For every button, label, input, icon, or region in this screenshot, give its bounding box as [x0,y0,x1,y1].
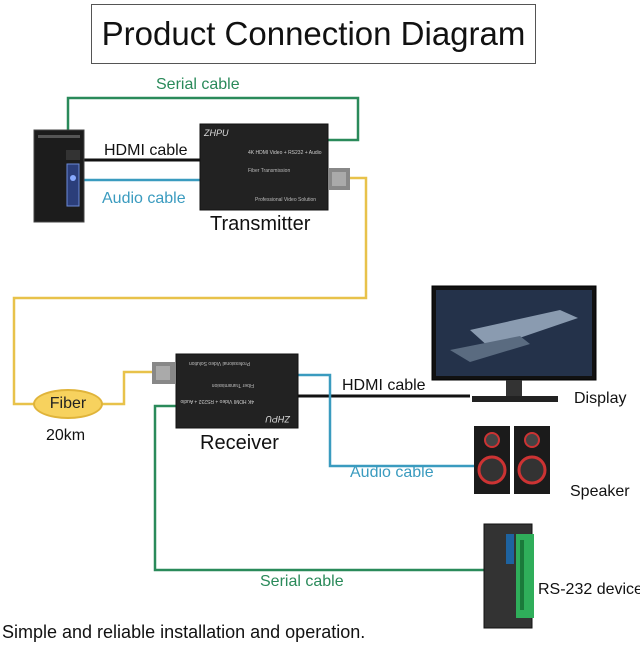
transmitter-label: Transmitter [210,213,311,235]
receiver-device [152,353,299,429]
receiver-model-line: 4K HDMI Video + RS232 + Audio [180,398,254,404]
speaker-icon [474,426,550,494]
pc-tower-icon [33,129,85,223]
receiver-label: Receiver [200,432,279,454]
audio-cable-top-label: Audio cable [102,190,186,207]
title-box: Product Connection Diagram [91,4,536,64]
hdmi-cable-bottom-label: HDMI cable [342,377,426,394]
receiver-sub-line: Fiber Transmission [211,382,254,388]
rs232-device-icon [483,523,534,629]
receiver-footer-line: Professional Video Solution [188,360,250,366]
page-title: Product Connection Diagram [101,15,526,52]
speaker-label: Speaker [570,483,630,500]
fiber-badge: Fiber [33,389,103,419]
footer-text: Simple and reliable installation and ope… [2,622,366,642]
transmitter-sub-line: Fiber Transmission [248,168,291,174]
transmitter-footer-line: Professional Video Solution [255,197,317,203]
hdmi-cable-top-label: HDMI cable [104,142,188,159]
fiber-cable [12,176,368,406]
audio-cable-bottom [298,373,474,468]
transmitter-device [199,123,350,211]
transmitter-model-line: 4K HDMI Video + RS232 + Audio [248,150,322,156]
rs232-device-label: RS-232 device [538,581,640,598]
serial-cable-top [66,96,360,142]
display-label: Display [574,390,627,407]
fiber-label: Fiber [49,395,87,412]
serial-cable-bottom-label: Serial cable [260,573,344,590]
audio-cable-bottom-label: Audio cable [350,464,434,481]
transmitter-brand: ZHPU [204,128,229,138]
serial-cable-top-label: Serial cable [156,76,240,93]
serial-cable-bottom [153,404,484,572]
fiber-length-label: 20km [46,427,86,444]
receiver-brand: ZHPU [265,414,291,424]
display-monitor-icon [431,285,597,402]
receiver-label-plate: ZHPU 4K HDMI Video + RS232 + Audio Fiber… [180,356,294,426]
